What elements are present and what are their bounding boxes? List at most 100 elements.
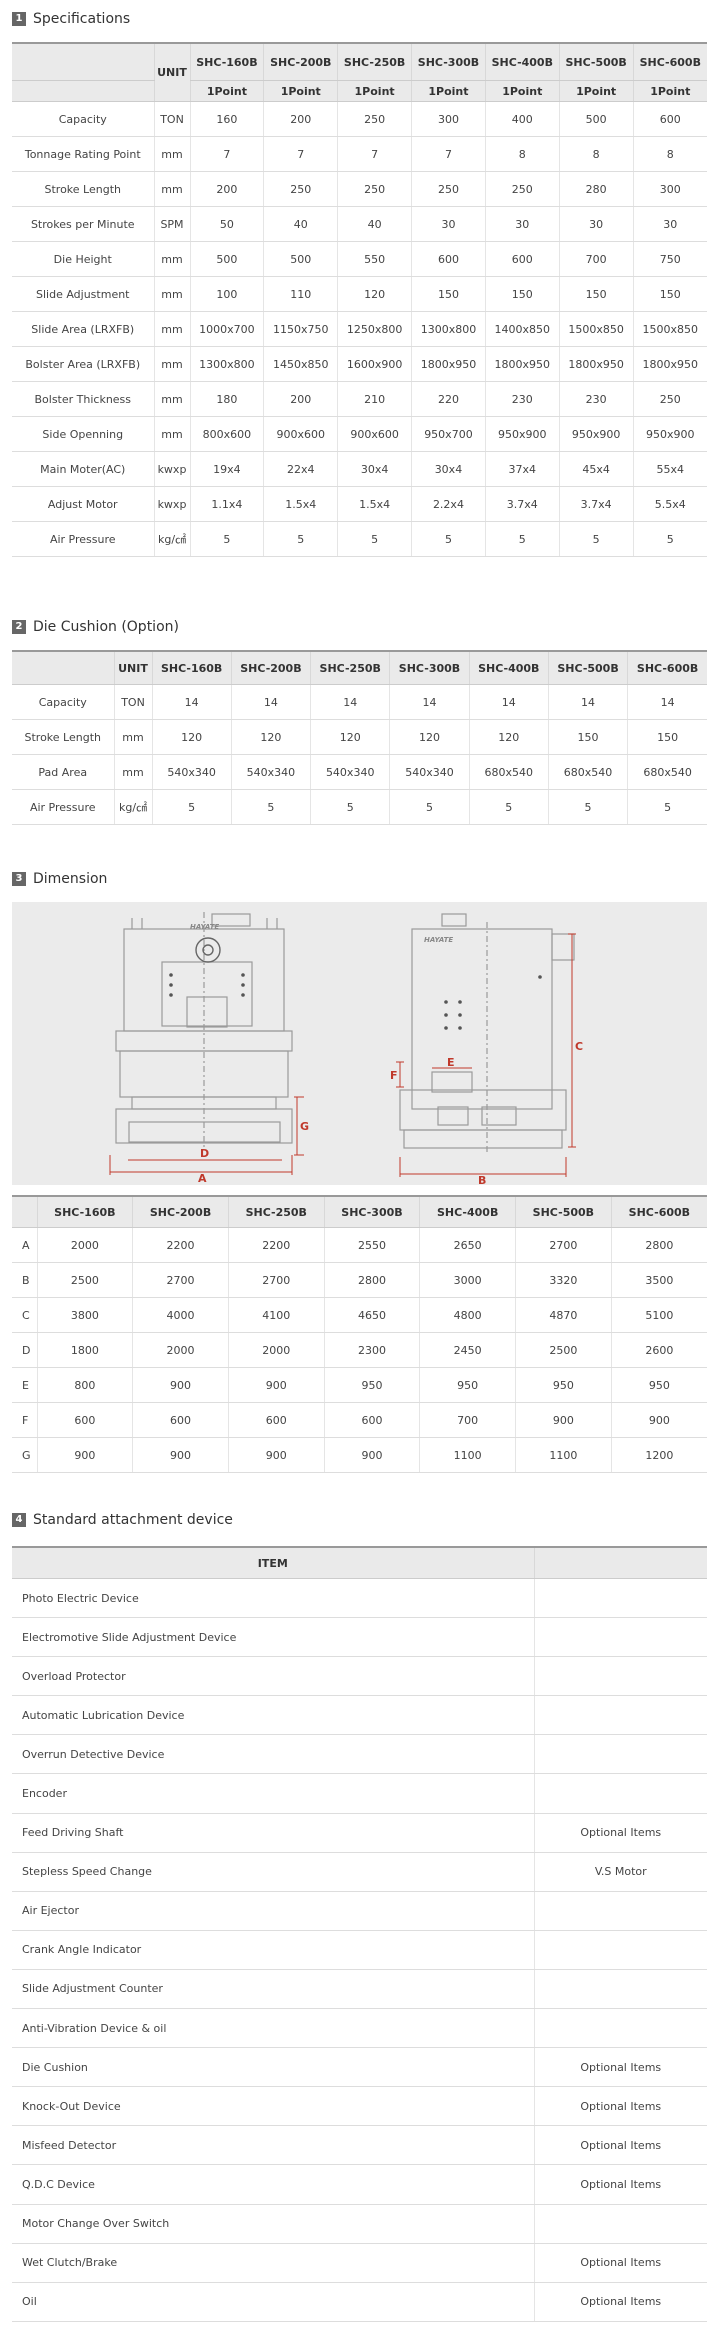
value-cell: 4000 [132,1297,229,1333]
value-cell: 2300 [323,1332,420,1368]
value-cell: 14 [151,684,232,720]
value-cell: 30 [632,206,707,242]
model-header: SHC-300B [389,650,470,685]
model-header: SHC-500B [558,42,634,81]
spec-header-row: UNIT SHC-160B SHC-200B SHC-250B SHC-300B… [12,42,707,102]
dimension-label-g: G [300,1120,309,1133]
row-label: Bolster Thickness [12,381,154,417]
value-cell: 4870 [515,1297,612,1333]
value-cell: 1.5x4 [263,486,338,522]
attachment-note [533,1734,707,1775]
row-label: Pad Area [12,754,114,790]
value-cell: 1800x950 [632,346,707,382]
row-label: Slide Area (LRXFB) [12,311,154,347]
value-cell: 1.5x4 [337,486,412,522]
value-cell: 1000x700 [189,311,264,347]
unit-cell: mm [153,241,190,277]
value-cell: 900x600 [263,416,338,452]
attachment-item: Electromotive Slide Adjustment Device [12,1617,534,1658]
attachment-item: Q.D.C Device [12,2164,534,2205]
unit-cell: TON [153,101,190,137]
attachment-note [533,1891,707,1931]
value-cell: 1100 [515,1437,612,1473]
value-cell: 600 [132,1402,229,1438]
value-cell: 2200 [227,1227,325,1263]
attachment-item: Anti-Vibration Device & oil [12,2008,534,2049]
row-label: Slide Adjustment [12,276,154,312]
value-cell: 900 [36,1437,133,1473]
unit-cell: mm [113,719,152,755]
value-cell: 500 [558,101,634,137]
value-cell: 1800 [36,1332,133,1368]
dimension-label-e: E [447,1056,455,1069]
section-title-dimension: 3 Dimension [12,868,107,890]
value-cell: 250 [484,171,560,207]
unit-cell: SPM [153,206,190,242]
row-label: E [12,1367,37,1403]
value-cell: 1400x850 [484,311,560,347]
value-cell: 1250x800 [337,311,412,347]
value-cell: 1300x800 [189,346,264,382]
attachment-item: Automatic Lubrication Device [12,1695,534,1736]
row-label: D [12,1332,37,1368]
row-label: F [12,1402,37,1438]
dimension-label-d: D [200,1147,209,1160]
value-cell: 5100 [610,1297,707,1333]
value-cell: 900 [227,1437,325,1473]
value-cell: 8 [632,136,707,172]
dimension-label-a: A [198,1172,207,1185]
attachment-row: Slide Adjustment Counter [12,1969,707,2010]
value-cell: 210 [337,381,412,417]
row-label: Bolster Area (LRXFB) [12,346,154,382]
value-cell: 120 [310,719,390,755]
value-cell: 2500 [515,1332,612,1368]
row-label: Adjust Motor [12,486,154,522]
value-cell: 19x4 [189,451,264,487]
value-cell: 5 [558,521,634,557]
unit-cell: kg/㎠ [113,789,152,825]
value-cell: 900 [227,1367,325,1403]
note-header [533,1546,707,1579]
value-cell: 30x4 [337,451,412,487]
value-cell: 950x700 [411,416,486,452]
value-cell: 160 [189,101,264,137]
section-number-badge: 4 [12,1513,26,1527]
front-view-bolts [169,973,245,997]
point-header: 1Point [484,80,560,102]
value-cell: 2500 [36,1262,133,1298]
value-cell: 120 [389,719,470,755]
dimension-label-f: F [390,1069,398,1082]
model-header: SHC-500B [547,650,628,685]
row-label: A [12,1227,37,1263]
attachment-item: Die Cushion [12,2047,534,2088]
value-cell: 2000 [36,1227,133,1263]
row-label: Side Openning [12,416,154,452]
model-header: SHC-160B [36,1195,133,1228]
model-header: SHC-250B [310,650,390,685]
attachment-item: Air Ejector [12,1891,534,1931]
value-cell: 150 [547,719,628,755]
value-cell: 700 [558,241,634,277]
value-cell: 800x600 [189,416,264,452]
section-title-text: Dimension [33,871,108,887]
value-cell: 5 [547,789,628,825]
dimension-letters: G D A C F E B [198,1040,583,1185]
attachment-row: Overload Protector [12,1656,707,1697]
value-cell: 680x540 [468,754,549,790]
value-cell: 230 [558,381,634,417]
attachment-note: V.S Motor [533,1852,707,1892]
spec-header-blank [12,80,154,102]
